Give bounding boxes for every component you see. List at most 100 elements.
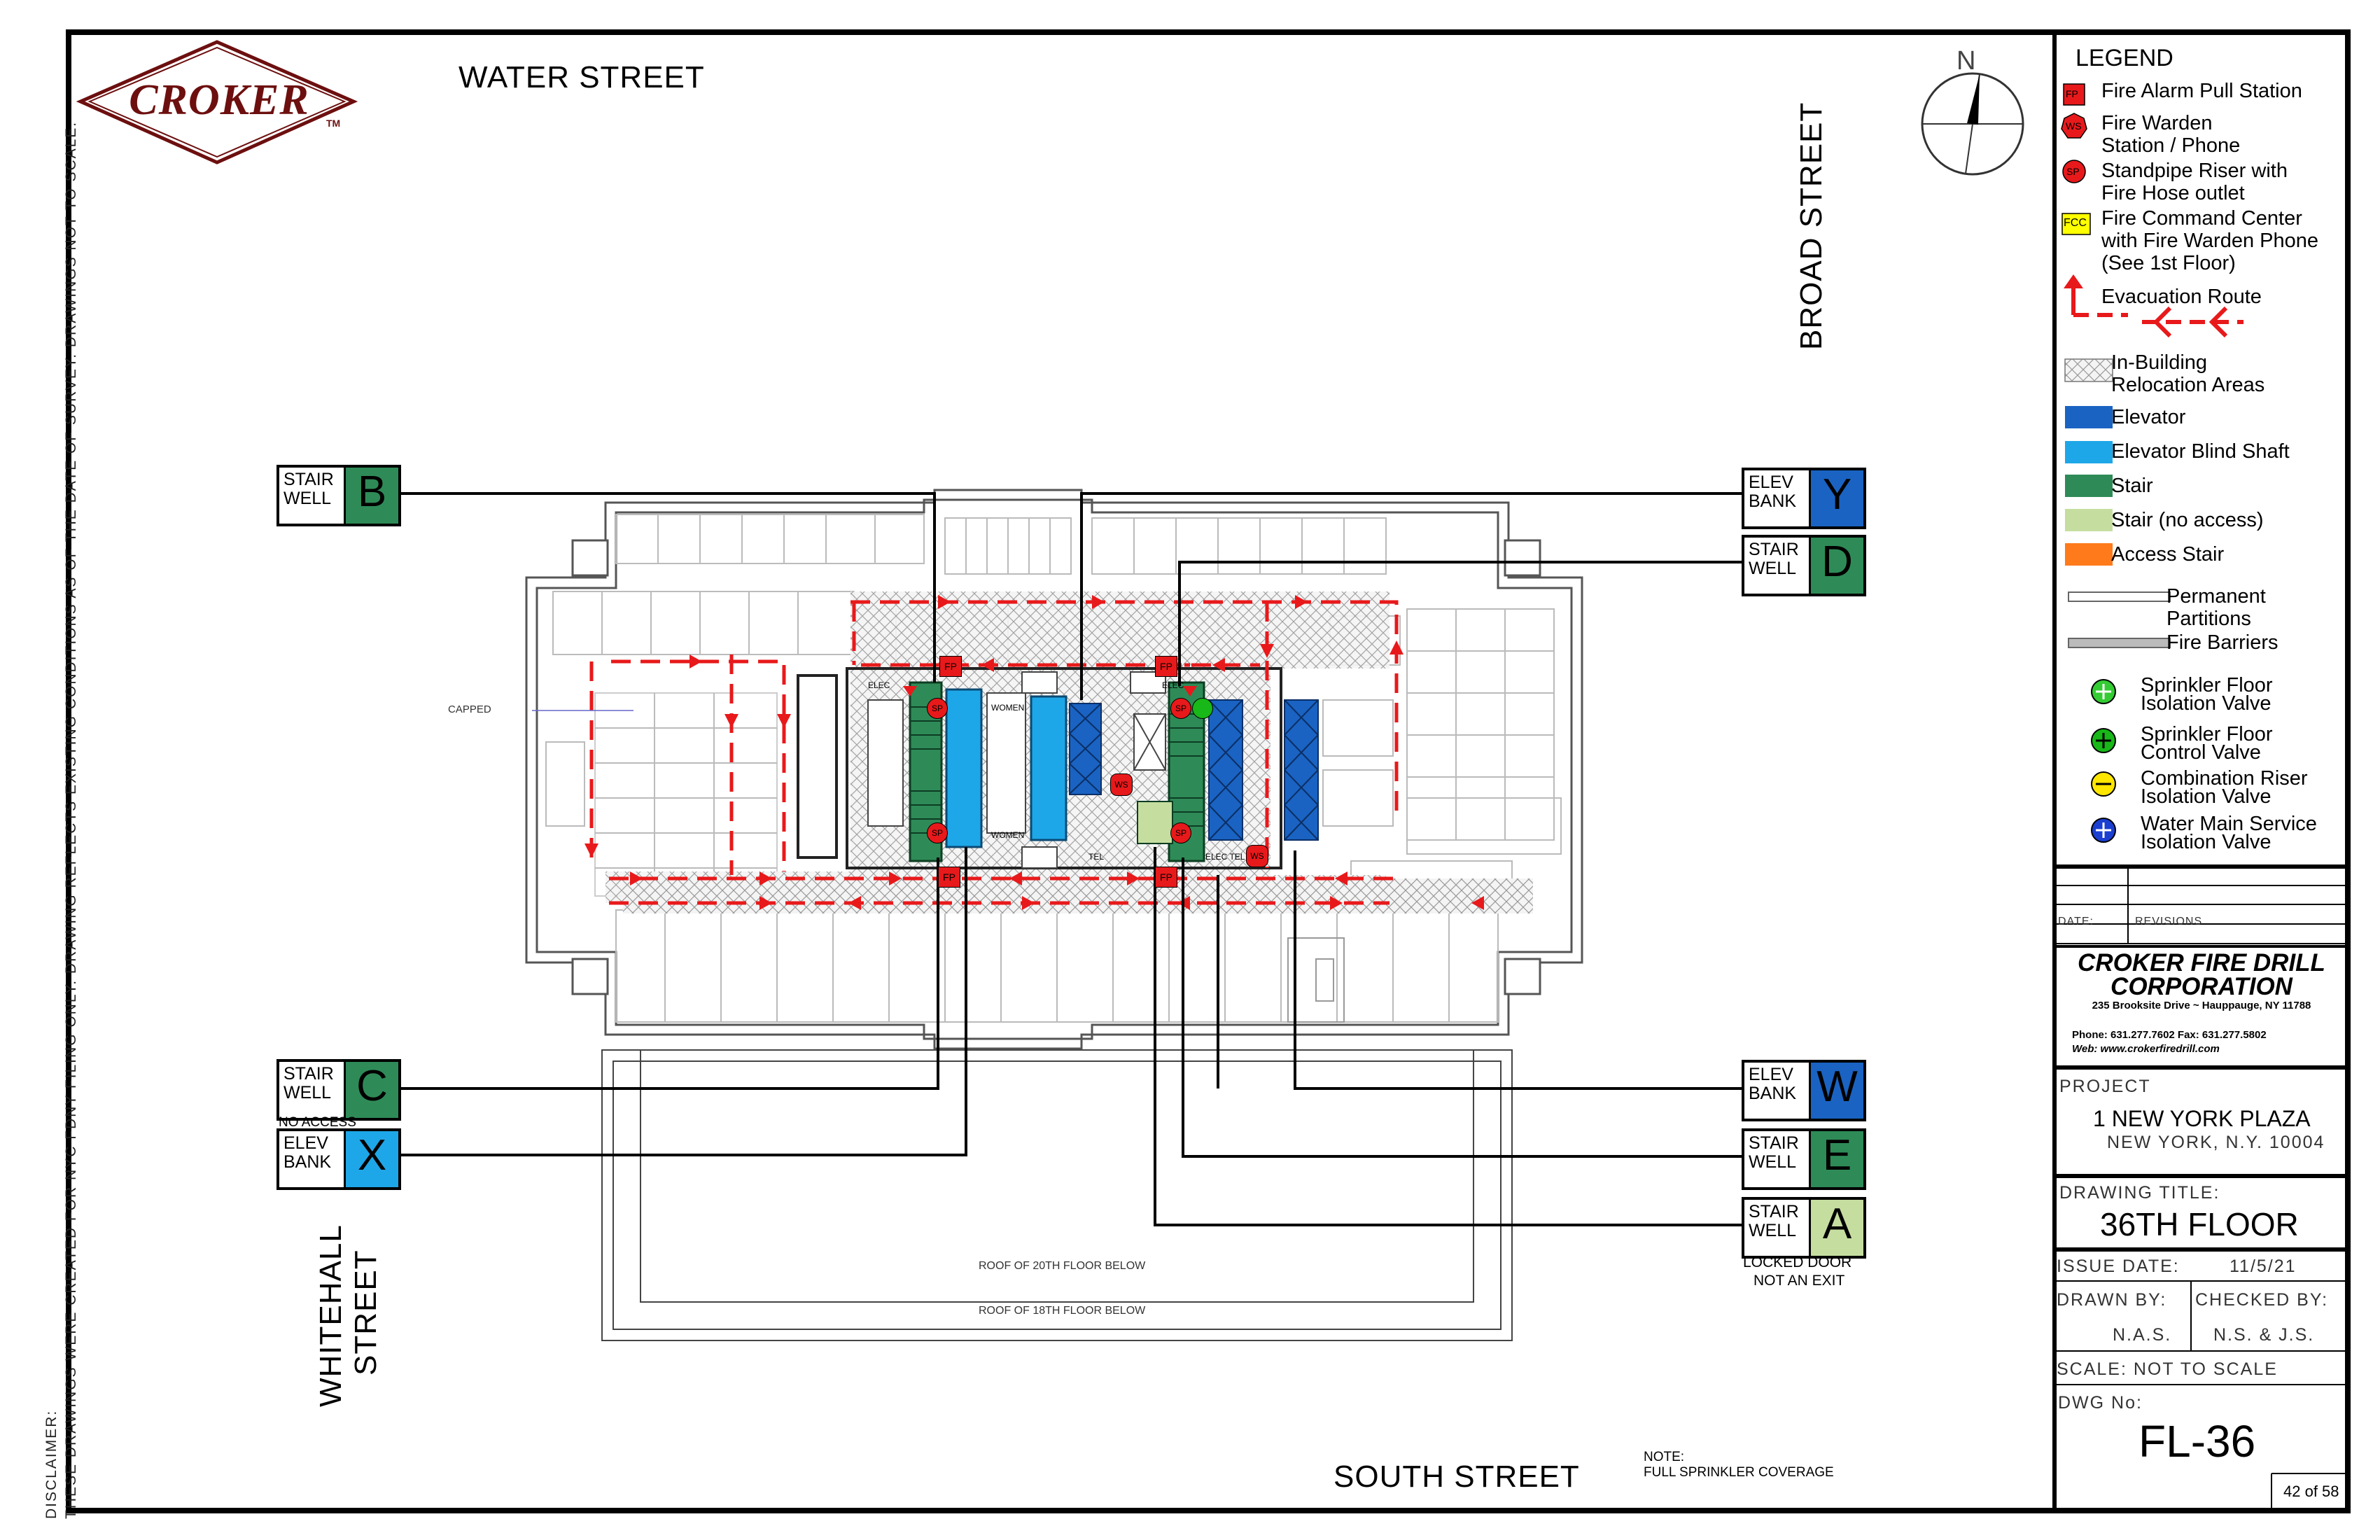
tb-date-label: DATE:: [2058, 916, 2094, 927]
legend-fcc-label: FCC: [2064, 217, 2087, 229]
legend-fire-warden: Fire Warden Station / Phone: [2101, 112, 2240, 157]
legend-access-stair: Access Stair: [2111, 543, 2225, 566]
callout-c-note: NO ACCESS: [279, 1115, 356, 1130]
legend-text: Isolation Valve: [2141, 831, 2272, 853]
fire-warden-marker: WS: [1246, 845, 1268, 867]
callout-letter: X: [346, 1131, 398, 1187]
fire-alarm-marker: FP: [938, 867, 960, 888]
tb-phone: Phone: 631.277.7602 Fax: 631.277.5802: [2072, 1029, 2267, 1041]
tb-checked-by: N.S. & J.S.: [2213, 1325, 2315, 1345]
tb-company-2: CORPORATION: [2110, 973, 2292, 1000]
note-heading: NOTE:: [1644, 1450, 1685, 1464]
roof-outlines: [601, 1049, 1513, 1341]
street-west-2: STREET: [349, 1250, 383, 1376]
disclaimer: DISCLAIMER: THESE DRAWINGS WERE CREATED …: [42, 121, 81, 1519]
note-text: FULL SPRINKLER COVERAGE: [1644, 1465, 1834, 1480]
women-label-1: WOMEN: [991, 703, 1025, 713]
tb-drawing-title-label: DRAWING TITLE:: [2059, 1183, 2220, 1203]
tb-dwg-label: DWG No:: [2058, 1393, 2143, 1413]
tb-project-name: 1 NEW YORK PLAZA: [2093, 1106, 2311, 1131]
callout-letter: A: [1811, 1200, 1863, 1256]
legend-text: Combination Riser: [2141, 767, 2308, 790]
standpipe-marker: SP: [1170, 822, 1191, 844]
elec-label-2: ELEC: [1162, 680, 1184, 690]
legend-standpipe: Standpipe Riser with Fire Hose outlet: [2101, 160, 2288, 204]
tb-drawn-by: N.A.S.: [2113, 1325, 2172, 1345]
legend-text: Fire Hose outlet: [2101, 182, 2245, 204]
tb-issue-date-label: ISSUE DATE:: [2057, 1256, 2180, 1276]
legend-text: Fire Warden: [2101, 112, 2213, 134]
legend-fp-label: FP: [2066, 88, 2078, 99]
elevator-blind-shafts: [945, 688, 1068, 848]
legend-text: Isolation Valve: [2141, 785, 2272, 808]
roof-20-label: ROOF OF 20TH FLOOR BELOW: [979, 1260, 1146, 1272]
tb-project-label: PROJECT: [2059, 1077, 2151, 1096]
tb-address: 235 Brooksite Drive ~ Hauppauge, NY 1178…: [2092, 1000, 2311, 1011]
legend-title: LEGEND: [2076, 45, 2174, 71]
callout-leaders: [396, 492, 1743, 1226]
standpipe-marker: SP: [927, 822, 948, 844]
evacuation-routes: [589, 600, 1399, 905]
compass-north-label: N: [1956, 46, 1976, 76]
legend-text: Control Valve: [2141, 741, 2261, 764]
callout-letter: E: [1811, 1131, 1863, 1187]
tb-web: Web: www.crokerfiredrill.com: [2072, 1043, 2220, 1055]
legend-stair-no-access: Stair (no access): [2111, 509, 2264, 531]
legend-fire-barriers: Fire Barriers: [2166, 631, 2278, 654]
callout-line2: BANK: [284, 1152, 332, 1172]
legend-text: with Fire Warden Phone: [2101, 230, 2319, 252]
legend-text: Standpipe Riser with: [2101, 160, 2288, 182]
elec-label-1: ELEC: [868, 680, 890, 690]
legend-fcc: Fire Command Center with Fire Warden Pho…: [2101, 207, 2318, 274]
fire-alarm-marker: FP: [939, 656, 962, 677]
callout-line2: WELL: [284, 1083, 332, 1102]
legend-text: Isolation Valve: [2141, 692, 2272, 715]
callout-line2: WELL: [284, 489, 332, 508]
core-rooms: [867, 671, 1166, 869]
tb-revisions-label: REVISIONS: [2135, 916, 2203, 927]
legend-text: Relocation Areas: [2111, 374, 2265, 396]
fire-alarm-marker: FP: [1155, 867, 1177, 888]
legend-permanent: Permanent Partitions: [2166, 585, 2266, 630]
callout-letter: C: [346, 1062, 398, 1118]
women-label-2: WOMEN: [991, 830, 1025, 840]
callout-letter: B: [346, 468, 398, 524]
capped-label: CAPPED: [448, 704, 491, 715]
legend-sprinkler-iso: Sprinkler Floor Isolation Valve: [2141, 674, 2273, 715]
legend-elevator: Elevator: [2111, 406, 2186, 428]
legend-text: Sprinkler Floor: [2141, 674, 2273, 696]
legend-text: (See 1st Floor): [2101, 252, 2236, 274]
logo-tm: TM: [326, 118, 341, 129]
roof-18-label: ROOF OF 18TH FLOOR BELOW: [979, 1305, 1146, 1317]
croker-logo: [76, 40, 358, 164]
tb-scale: SCALE: NOT TO SCALE: [2057, 1359, 2278, 1379]
callout-letter: W: [1811, 1063, 1863, 1119]
legend-swatches: [2061, 83, 2244, 843]
legend-stair: Stair: [2111, 475, 2153, 497]
callout-line2: WELL: [1749, 1152, 1797, 1172]
legend-text: Partitions: [2166, 608, 2251, 630]
callout-line2: BANK: [1749, 1084, 1797, 1103]
tb-drawing-title: 36TH FLOOR: [2100, 1206, 2299, 1242]
tb-issue-date: 11/5/21: [2230, 1256, 2297, 1276]
tb-checked-by-label: CHECKED BY:: [2195, 1290, 2329, 1310]
legend-water-main: Water Main Service Isolation Valve: [2141, 813, 2317, 853]
callout-line1: STAIR: [284, 470, 334, 489]
legend-sp-label: SP: [2066, 166, 2080, 177]
core-walls: [797, 667, 1282, 869]
sheet-border: [66, 29, 2351, 1513]
legend-combo-riser: Combination Riser Isolation Valve: [2141, 767, 2308, 808]
title-block-lines: [2054, 864, 2348, 1511]
tb-project-city: NEW YORK, N.Y. 10004: [2107, 1133, 2325, 1152]
legend-evac: Evacuation Route: [2101, 286, 2262, 308]
fire-warden-marker: WS: [1110, 774, 1133, 796]
legend-text: Sprinkler Floor: [2141, 723, 2273, 746]
callout-line2: WELL: [1749, 1221, 1797, 1240]
legend-fire-alarm: Fire Alarm Pull Station: [2101, 80, 2302, 102]
